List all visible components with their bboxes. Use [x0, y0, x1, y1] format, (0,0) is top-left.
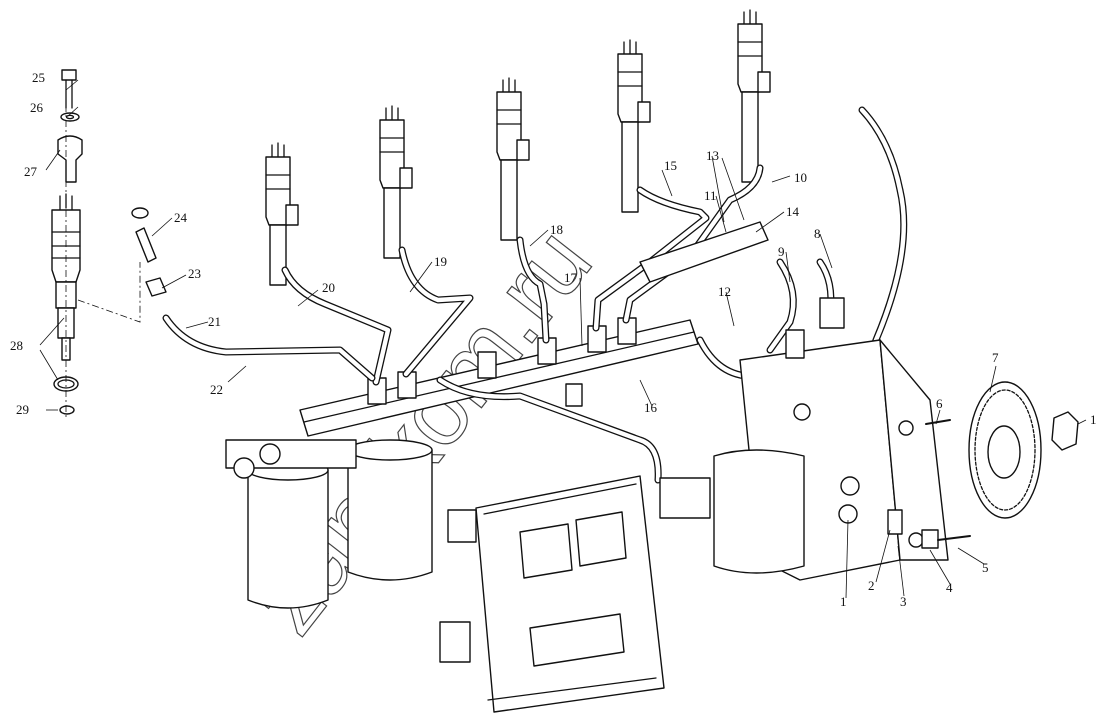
injector-4 [617, 39, 651, 213]
callout-19: 19 [434, 254, 447, 269]
line-bracket [639, 221, 769, 283]
callout-11: 11 [704, 188, 717, 203]
callout-1b: 1 [1090, 412, 1097, 427]
callout-1: 1 [840, 594, 847, 609]
callout-18: 18 [550, 222, 563, 237]
ecu-connector-1 [519, 523, 573, 579]
leader-lines [39, 79, 1087, 599]
injector-detail-parts [51, 69, 167, 420]
ecu-connector-3 [529, 613, 625, 667]
filter-head [225, 439, 357, 469]
fitting-washer [131, 207, 149, 219]
callout-2: 2 [868, 578, 875, 593]
washer [60, 112, 80, 122]
filter-canister-2 [347, 449, 433, 581]
callout-16: 16 [644, 400, 658, 415]
callout-6: 6 [936, 396, 943, 411]
gear-nut [1051, 411, 1079, 451]
bolt-head [61, 69, 77, 81]
injector-1 [265, 142, 299, 286]
fuel-filters [225, 439, 433, 609]
callout-25: 25 [32, 70, 45, 85]
callout-10: 10 [794, 170, 807, 185]
callout-21: 21 [208, 314, 221, 329]
drive-shaft [937, 535, 971, 541]
injector-clamp [57, 135, 83, 183]
pump-drive-gear [968, 381, 1079, 519]
pump-inlet [659, 477, 711, 519]
ecu-connector-2 [575, 511, 627, 567]
injector-row [265, 9, 771, 286]
callout-3: 3 [900, 594, 907, 609]
callout-28: 28 [10, 338, 23, 353]
rail-outlets [367, 317, 637, 405]
callout-29: 29 [16, 402, 29, 417]
callout-27: 27 [24, 164, 38, 179]
bolt-shank [65, 79, 73, 109]
callout-17: 17 [564, 270, 578, 285]
callout-14: 14 [786, 204, 800, 219]
callout-26: 26 [30, 100, 44, 115]
high-pressure-pump [659, 297, 971, 581]
ecu-mount [439, 621, 471, 663]
pump-flange [879, 339, 949, 561]
callout-5: 5 [982, 560, 989, 575]
common-rail [299, 317, 699, 437]
callout-20: 20 [322, 280, 335, 295]
injector-2 [379, 105, 413, 259]
engine-control-unit [439, 475, 665, 713]
ecu-housing [475, 475, 665, 713]
union-fitting [135, 227, 157, 263]
seal-washer [59, 405, 75, 415]
injector-5 [737, 9, 771, 183]
injector-loose [51, 193, 81, 361]
callout-15: 15 [664, 158, 677, 173]
callout-9: 9 [778, 244, 785, 259]
rail-clip [565, 383, 583, 407]
callout-labels: 1 1 2 3 4 5 6 7 8 9 10 11 12 13 14 15 16… [10, 70, 1097, 609]
callout-4: 4 [946, 580, 953, 595]
pump-front-cover [713, 449, 805, 574]
callout-23: 23 [188, 266, 201, 281]
callout-22: 22 [210, 382, 223, 397]
nut-fitting [145, 277, 167, 297]
callout-12: 12 [718, 284, 731, 299]
sensor [887, 509, 903, 535]
filter-canister-1 [247, 469, 329, 609]
callout-24: 24 [174, 210, 188, 225]
callout-7: 7 [992, 350, 999, 365]
callout-8: 8 [814, 226, 821, 241]
callout-13: 13 [706, 148, 719, 163]
